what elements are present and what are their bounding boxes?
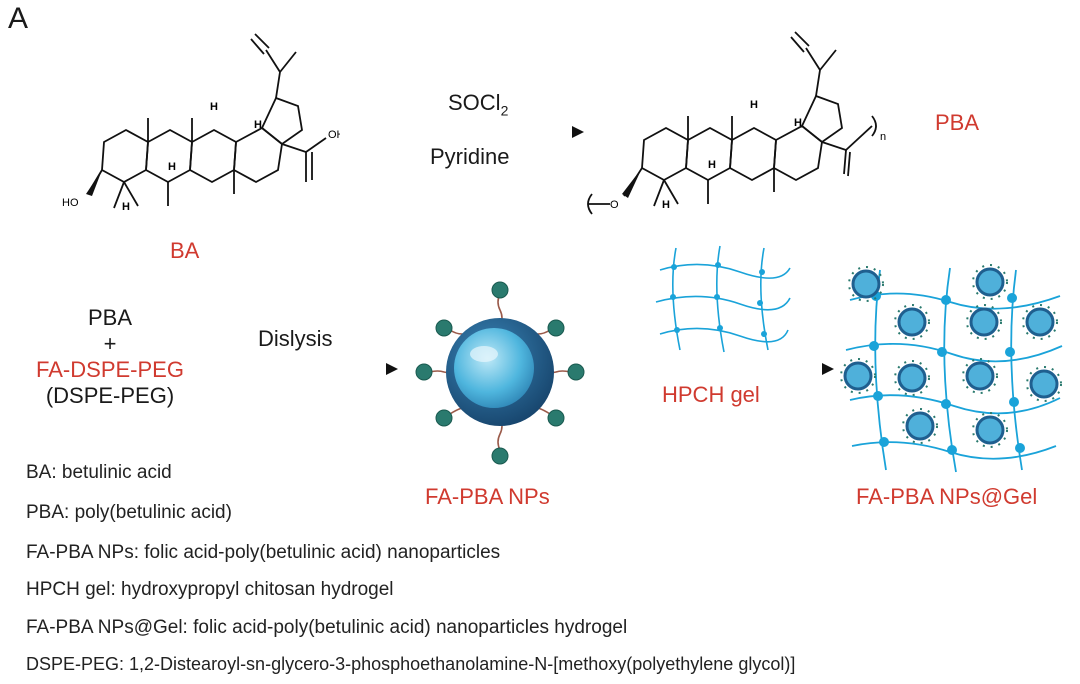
h-atom: H <box>794 117 802 129</box>
betulinic-acid-structure: OH HO H H H H <box>62 33 340 213</box>
hpch-gel-icon <box>655 245 791 353</box>
glossary-item: FA-PBA NPs@Gel: folic acid-poly(betulini… <box>26 617 628 638</box>
ho-atom: HO <box>62 197 79 209</box>
reagent-socl2: SOCl2 <box>448 90 509 119</box>
panel-label: A <box>8 2 29 35</box>
h-atom: H <box>122 201 130 213</box>
formulation-inputs: PBA + FA-DSPE-PEG (DSPE-PEG) <box>20 305 200 409</box>
glossary-item: BA: betulinic acid <box>26 462 172 483</box>
h-atom: H <box>662 199 670 211</box>
o-atom: O <box>610 199 619 211</box>
gel-arrow <box>614 363 834 375</box>
nanoparticle-gel <box>840 264 1063 473</box>
input-plus: + <box>103 331 117 356</box>
glossary-item: DSPE-PEG: 1,2-Distearoyl-sn-glycero-3-ph… <box>26 654 796 674</box>
np-label: FA-PBA NPs <box>425 484 550 509</box>
glossary-item: FA-PBA NPs: folic acid-poly(betulinic ac… <box>26 542 501 563</box>
h-atom: H <box>708 159 716 171</box>
poly-betulinic-acid-structure: n O H H H H <box>587 31 886 215</box>
oh-atom: OH <box>328 129 340 141</box>
h-atom: H <box>210 101 218 113</box>
input-fa-dspe-peg: FA-DSPE-PEG <box>36 357 184 382</box>
glossary-item: HPCH gel: hydroxypropyl chitosan hydroge… <box>26 579 394 600</box>
input-pba: PBA <box>87 305 133 330</box>
gel-nanoparticles <box>840 264 1062 448</box>
reaction-arrow <box>366 126 584 138</box>
glossary-item: PBA: poly(betulinic acid) <box>26 502 232 523</box>
n-subscript: n <box>880 131 886 143</box>
dialysis-label: Dislysis <box>258 326 333 351</box>
ba-label: BA <box>170 238 200 263</box>
dialysis-arrow <box>214 363 398 375</box>
h-atom: H <box>750 99 758 111</box>
h-atom: H <box>168 161 176 173</box>
gel-label: FA-PBA NPs@Gel <box>856 484 1038 509</box>
reagent-pyridine: Pyridine <box>430 144 510 169</box>
h-atom: H <box>254 119 262 131</box>
hpch-gel-label: HPCH gel <box>662 382 760 407</box>
pba-label: PBA <box>935 110 980 135</box>
input-dspe-peg: (DSPE-PEG) <box>45 383 175 408</box>
fa-pba-nanoparticle <box>415 281 585 465</box>
